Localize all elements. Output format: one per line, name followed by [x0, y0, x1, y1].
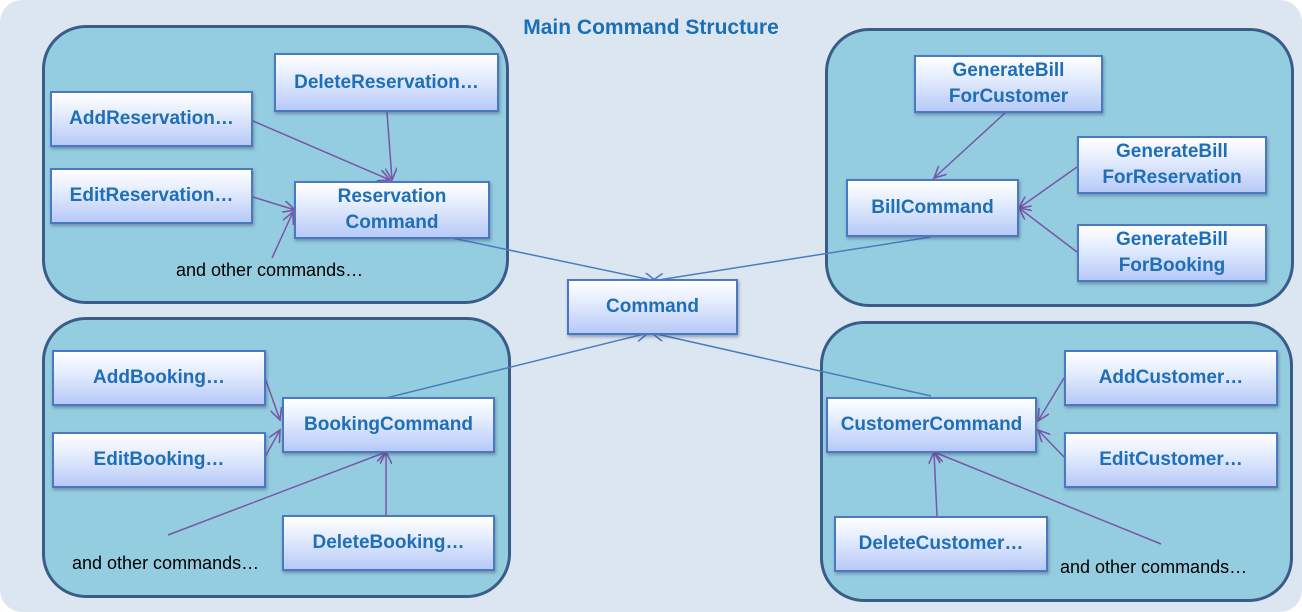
delete-booking-node: DeleteBooking…	[282, 515, 495, 571]
arrow-add-booking	[264, 377, 280, 420]
edit-reservation-label: EditReservation…	[69, 185, 234, 206]
arrow-bill-reservation	[1019, 166, 1078, 208]
delete-reservation-label: DeleteReservation…	[294, 71, 479, 93]
generate-bill-for-customer-node: GenerateBill ForCustomer	[914, 55, 1103, 113]
customer-command-label: CustomerCommand	[840, 414, 1023, 435]
arrow-bill-to-command	[652, 236, 932, 281]
add-customer-node: AddCustomer…	[1064, 350, 1278, 406]
arrow-other-customer	[934, 452, 1162, 545]
generate-bill-for-reservation-label: GenerateBill ForReservation	[1102, 141, 1242, 188]
booking-other-commands-note: and other commands…	[72, 553, 260, 573]
edit-reservation-node: EditReservation…	[50, 168, 253, 224]
arrow-reservation-to-command	[451, 237, 656, 281]
delete-reservation-node: DeleteReservation…	[274, 53, 499, 112]
bill-command-label: BillCommand	[871, 197, 994, 218]
arrow-add-reservation	[252, 120, 390, 180]
edit-booking-label: EditBooking…	[93, 449, 225, 470]
add-booking-node: AddBooking…	[52, 350, 266, 406]
add-customer-label: AddCustomer…	[1098, 367, 1244, 388]
delete-customer-node: DeleteCustomer…	[834, 516, 1048, 572]
reservation-command-label: Reservation Command	[337, 186, 447, 233]
arrow-bill-customer	[934, 112, 1006, 178]
arrow-edit-booking	[264, 430, 280, 458]
reservation-other-commands-note: and other commands…	[176, 260, 364, 280]
customer-command-node: CustomerCommand	[826, 397, 1037, 453]
arrow-delete-customer	[934, 452, 937, 517]
generate-bill-for-booking-node: GenerateBill ForBooking	[1077, 224, 1267, 282]
generate-bill-for-reservation-node: GenerateBill ForReservation	[1077, 136, 1267, 194]
arrow-delete-reservation	[387, 111, 392, 180]
arrow-edit-reservation	[252, 196, 295, 210]
arrow-other-booking	[167, 452, 386, 536]
reservation-command-node: Reservation Command	[294, 181, 490, 239]
bill-command-node: BillCommand	[846, 179, 1019, 237]
edit-booking-node: EditBooking…	[52, 432, 266, 488]
delete-booking-label: DeleteBooking…	[312, 532, 465, 553]
add-booking-label: AddBooking…	[93, 367, 225, 388]
add-reservation-label: AddReservation…	[69, 108, 234, 129]
arrow-booking-to-command	[385, 333, 648, 399]
command-node: Command	[567, 279, 738, 335]
delete-customer-label: DeleteCustomer…	[858, 533, 1024, 554]
customer-other-commands-note: and other commands…	[1060, 557, 1248, 577]
booking-command-label: BookingCommand	[304, 414, 473, 435]
arrow-other-reservation	[271, 212, 293, 259]
edit-customer-label: EditCustomer…	[1099, 449, 1243, 470]
add-reservation-node: AddReservation…	[50, 91, 253, 147]
generate-bill-for-customer-label: GenerateBill ForCustomer	[948, 60, 1069, 107]
generate-bill-for-booking-label: GenerateBill ForBooking	[1116, 229, 1228, 276]
arrow-add-customer	[1038, 377, 1065, 421]
command-node-label: Command	[606, 296, 699, 317]
diagram-title: Main Command Structure	[523, 16, 779, 39]
edit-customer-node: EditCustomer…	[1064, 432, 1278, 488]
arrow-edit-customer	[1038, 430, 1065, 458]
arrow-bill-booking	[1019, 208, 1078, 253]
booking-command-node: BookingCommand	[282, 397, 495, 453]
arrow-customer-to-command	[652, 333, 932, 397]
